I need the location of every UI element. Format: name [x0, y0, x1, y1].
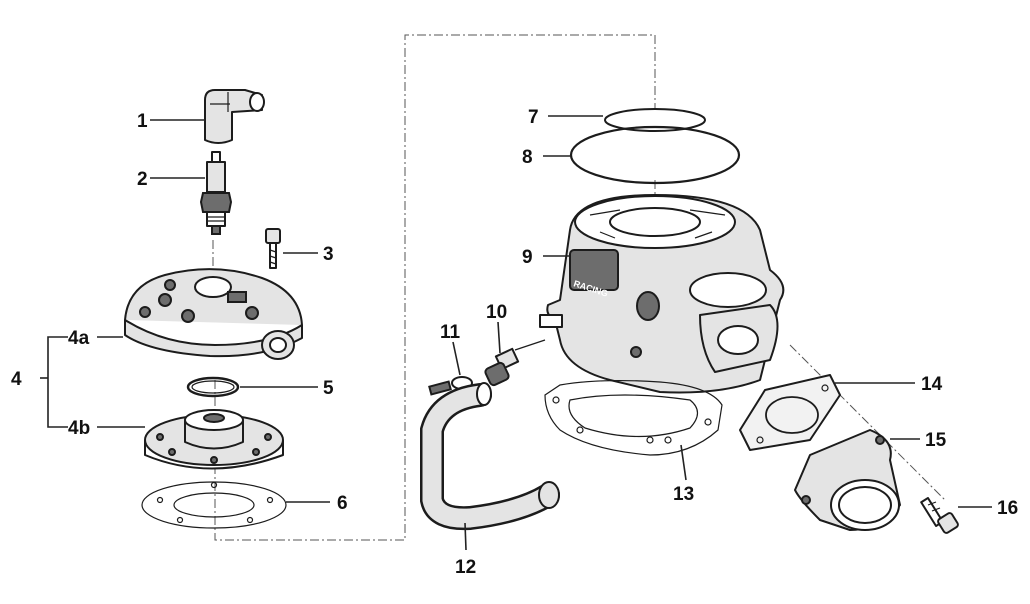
- part-water-fitting: [484, 339, 546, 387]
- part-head-bolt: [265, 228, 281, 269]
- callout-10: 10: [486, 302, 507, 323]
- part-manifold-gasket: [739, 374, 841, 451]
- callout-3: 3: [323, 244, 334, 265]
- part-sealing-ring-8: [569, 125, 741, 185]
- part-hose-clamp: [428, 376, 473, 396]
- callout-5: 5: [323, 378, 334, 399]
- part-o-ring: [186, 376, 240, 398]
- callout-15: 15: [925, 430, 947, 451]
- part-spark-plug: [199, 151, 233, 235]
- callout-12: 12: [455, 557, 476, 578]
- callout-2: 2: [137, 169, 148, 190]
- part-combustion-insert: [144, 409, 284, 470]
- callout-labels: 1 2 3 4 4a 4b 5 6 7 8 9 10 11 12 13 14 1…: [11, 107, 1018, 578]
- part-sealing-ring-7: [604, 108, 706, 132]
- callout-9: 9: [522, 247, 533, 268]
- callout-1: 1: [137, 111, 148, 132]
- part-manifold-bolt: [920, 497, 959, 534]
- part-coolant-hose: [420, 382, 560, 531]
- callout-13: 13: [673, 484, 694, 505]
- callout-6: 6: [337, 493, 348, 514]
- callout-8: 8: [522, 147, 533, 168]
- callout-14: 14: [921, 374, 943, 395]
- part-base-gasket: [544, 379, 723, 456]
- part-cylinder: RACING: [539, 194, 785, 394]
- callout-11: 11: [440, 322, 461, 343]
- callout-4b: 4b: [68, 418, 90, 439]
- callout-4a: 4a: [68, 328, 90, 349]
- part-head-gasket: [141, 481, 287, 529]
- leader-lines: [40, 115, 992, 551]
- callout-7: 7: [528, 107, 539, 128]
- callout-4: 4: [11, 369, 22, 390]
- part-cylinder-head-cover: [124, 268, 303, 360]
- part-intake-manifold: [794, 429, 901, 531]
- part-spark-plug-cap: [204, 89, 265, 144]
- callout-16: 16: [997, 498, 1018, 519]
